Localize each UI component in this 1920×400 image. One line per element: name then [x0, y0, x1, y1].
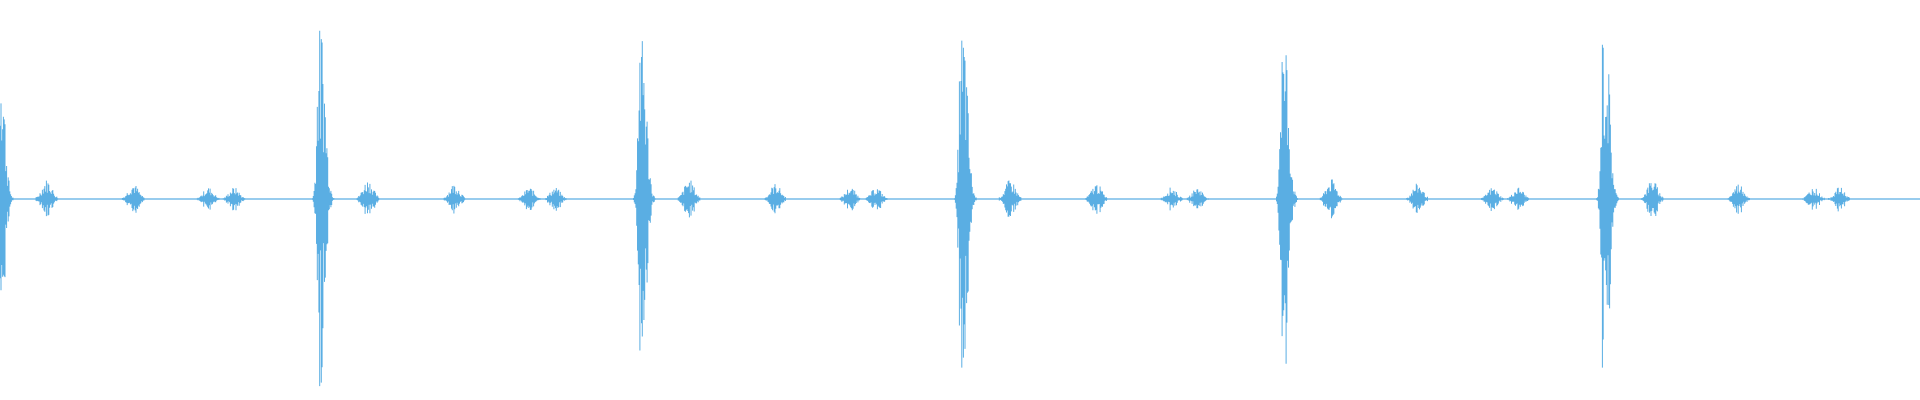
waveform-minor-burst: [222, 188, 246, 211]
waveform-minor-burst: [1727, 184, 1750, 214]
waveform-minor-burst: [764, 184, 787, 214]
waveform-minor-burst: [1085, 185, 1108, 214]
waveform-minor-burst: [356, 182, 380, 214]
waveform-minor-burst: [1481, 188, 1504, 211]
waveform-main-burst: [632, 41, 658, 351]
waveform-main-burst: [0, 103, 16, 291]
waveform-minor-burst: [839, 188, 862, 211]
waveform-minor-burst: [543, 188, 567, 211]
waveform-minor-burst: [677, 180, 701, 218]
waveform-spikes: [0, 30, 1851, 387]
waveform-main-burst: [952, 40, 979, 368]
waveform-minor-burst: [196, 188, 220, 210]
waveform-minor-burst: [1828, 187, 1851, 212]
waveform-minor-burst: [998, 180, 1022, 217]
waveform-main-burst: [310, 30, 337, 387]
waveform-minor-burst: [1802, 188, 1825, 210]
waveform-minor-burst: [121, 186, 145, 213]
waveform-main-burst: [1594, 44, 1621, 368]
waveform-minor-burst: [1406, 183, 1429, 213]
waveform-minor-burst: [1507, 187, 1530, 210]
waveform-minor-burst: [443, 185, 466, 214]
waveform-minor-burst: [35, 180, 59, 217]
waveform-minor-burst: [1640, 183, 1664, 216]
waveform-minor-burst: [1319, 179, 1343, 219]
waveform-minor-burst: [1160, 187, 1183, 211]
waveform-main-burst: [1273, 55, 1300, 364]
waveform-minor-burst: [517, 188, 541, 210]
waveform-minor-burst: [864, 189, 888, 210]
waveform-minor-burst: [1186, 189, 1209, 209]
